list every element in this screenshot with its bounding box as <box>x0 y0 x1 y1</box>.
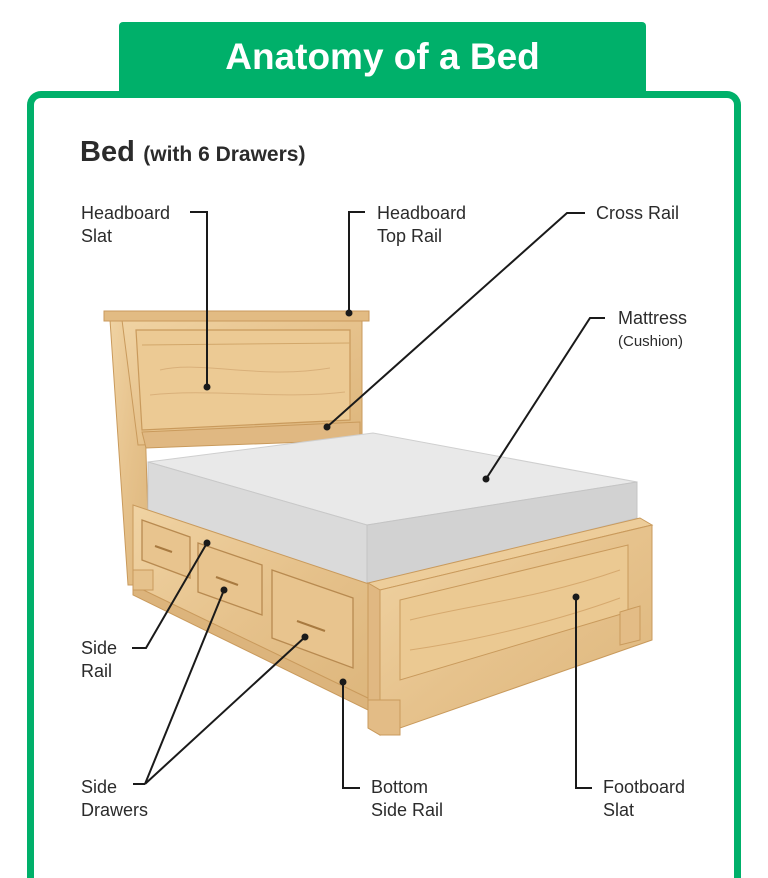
leader-lines <box>132 211 605 789</box>
diagram-subtitle: Bed (with 6 Drawers) <box>80 136 305 169</box>
label-line: Headboard <box>81 203 171 223</box>
label-cross-rail: Cross Rail <box>596 202 679 225</box>
label-headboard-slat: Headboard Slat <box>81 202 170 248</box>
label-side-rail: Side Rail <box>81 637 117 683</box>
side-drawer-3 <box>271 569 354 669</box>
label-line: Cross Rail <box>596 203 680 223</box>
label-line: Headboard <box>377 203 467 223</box>
label-line-note: (Cushion) <box>618 333 684 350</box>
subtitle-detail: (with 6 Drawers) <box>143 143 306 166</box>
label-mattress: Mattress (Cushion) <box>618 307 687 353</box>
label-bottom-side-rail: Bottom Side Rail <box>371 776 443 822</box>
label-line: Side <box>81 638 118 658</box>
label-line: Bottom <box>371 777 429 797</box>
page-title: Anatomy of a Bed <box>225 36 540 77</box>
label-line: Slat <box>81 226 113 246</box>
label-line: Side <box>81 777 118 797</box>
label-line: Rail <box>81 661 113 681</box>
label-line: Slat <box>603 800 635 820</box>
title-banner: Anatomy of a Bed <box>119 22 646 98</box>
label-line: Top Rail <box>377 226 443 246</box>
label-headboard-top-rail: Headboard Top Rail <box>377 202 466 248</box>
subtitle-main: Bed <box>80 136 135 168</box>
side-drawer-2 <box>197 542 263 616</box>
label-line: Side Rail <box>371 800 444 820</box>
bed-illustration <box>103 211 654 789</box>
headboard-top-rail <box>103 310 370 322</box>
label-line: Drawers <box>81 800 149 820</box>
footboard <box>366 517 654 736</box>
label-side-drawers: Side Drawers <box>81 776 148 822</box>
label-footboard-slat: Footboard Slat <box>603 776 685 822</box>
label-line: Footboard <box>603 777 686 797</box>
leader-dots <box>203 309 580 686</box>
side-rail-with-drawers <box>132 504 373 713</box>
label-line: Mattress <box>618 308 688 328</box>
